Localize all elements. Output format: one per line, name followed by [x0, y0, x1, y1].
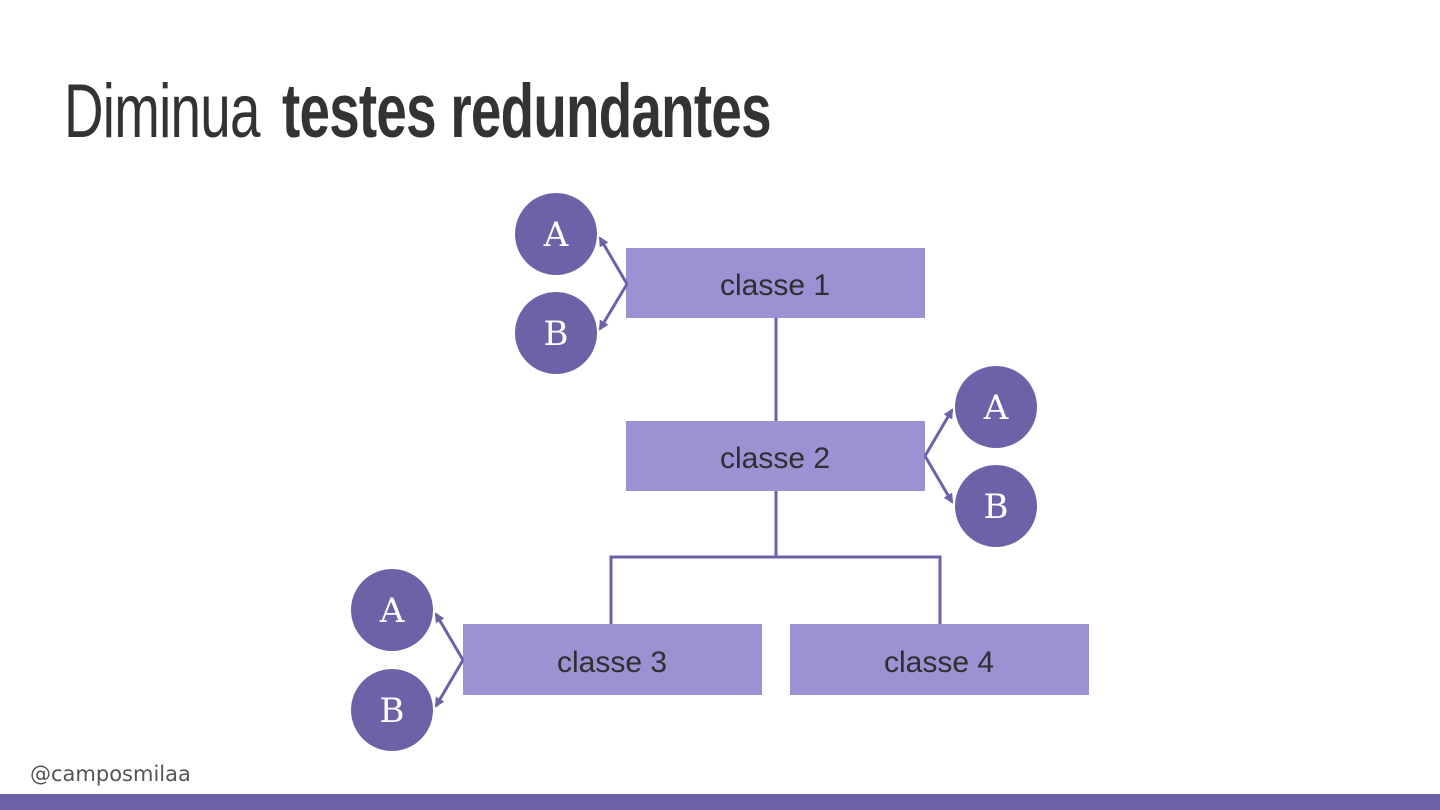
arrow-classe2-to-a: [923, 408, 954, 457]
circle-a-label: A: [543, 215, 569, 255]
title-bold-part: testes redundantes: [282, 69, 772, 154]
arrows: [434, 236, 954, 708]
circle-a-label: A: [983, 388, 1009, 428]
title-light-part: Diminua: [64, 69, 260, 154]
circle-a-classe-1: A: [515, 193, 597, 275]
tree-connectors: [609, 318, 942, 624]
box-classe-1: classe 1: [626, 248, 925, 318]
box-classe-3: classe 3: [463, 624, 762, 695]
circle-a-classe-3: A: [351, 569, 433, 651]
arrow-classe1-to-a: [598, 236, 629, 285]
footer-bar: [0, 794, 1440, 810]
slide-title: Diminua testes redundantes: [64, 70, 961, 154]
box-classe-2: classe 2: [626, 421, 925, 491]
box-classe-4: classe 4: [790, 624, 1089, 695]
circle-b-label: B: [984, 487, 1009, 527]
circle-b-classe-1: B: [515, 292, 597, 374]
connector-branch-horizontal: [609, 555, 942, 624]
box-classe-4-label: classe 4: [884, 646, 994, 679]
circle-b-label: B: [380, 691, 405, 731]
arrow-classe2-to-b: [923, 455, 954, 504]
arrow-classe3-to-a: [434, 612, 465, 661]
box-classe-1-label: classe 1: [720, 269, 830, 302]
circle-a-classe-2: A: [955, 366, 1037, 448]
author-handle: @camposmilaa: [30, 762, 191, 786]
arrow-classe1-to-b: [598, 283, 629, 331]
box-classe-2-label: classe 2: [720, 442, 830, 475]
circle-b-classe-2: B: [955, 465, 1037, 547]
arrow-classe3-to-b: [434, 659, 465, 708]
circle-b-label: B: [544, 314, 569, 354]
circle-b-classe-3: B: [351, 669, 433, 751]
box-classe-3-label: classe 3: [557, 646, 667, 679]
circle-a-label: A: [379, 591, 405, 631]
